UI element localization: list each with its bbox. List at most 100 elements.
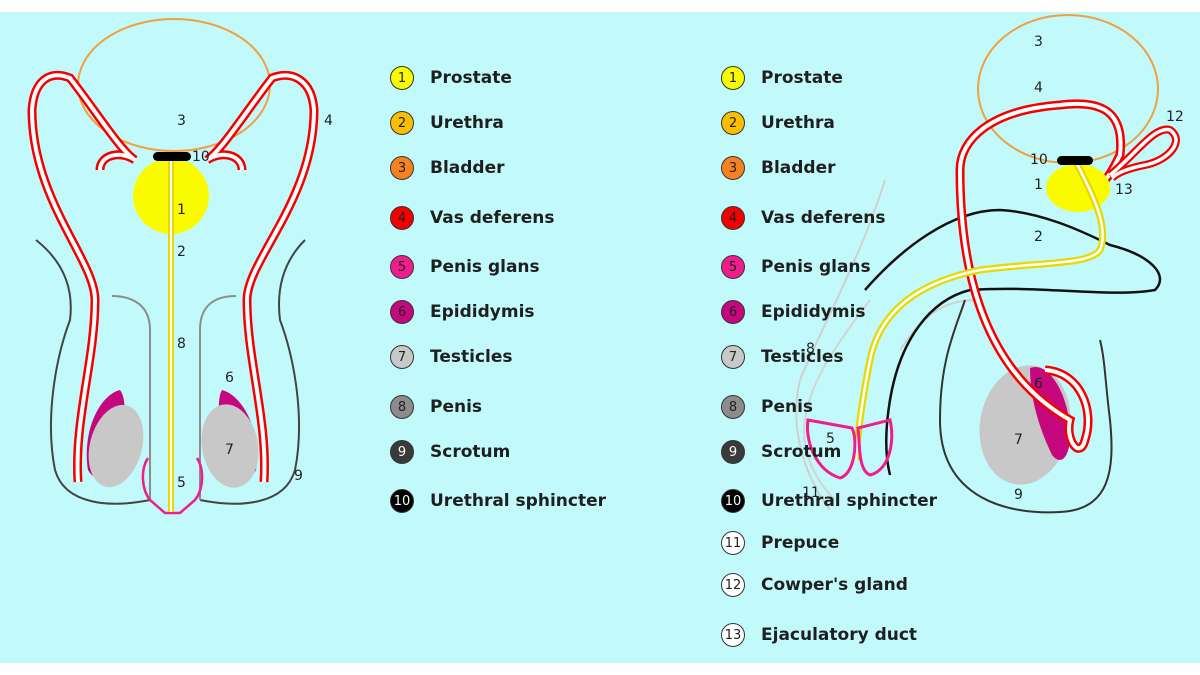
side-label-13: 13 [1115, 182, 1133, 198]
legend-number-badge: 4 [390, 206, 414, 230]
side-label-8: 8 [806, 341, 815, 357]
front-label-1: 1 [177, 202, 186, 218]
side-label-2: 2 [1034, 229, 1043, 245]
front-label-8: 8 [177, 336, 186, 352]
side-view-diagram: 1 2 3 4 5 6 7 8 9 10 11 12 13 [795, 14, 1184, 514]
legend-item: 7 Testicles [721, 343, 844, 371]
front-view-diagram: 1 2 3 4 5 6 7 8 9 10 [27, 18, 333, 515]
legend-number-badge: 8 [390, 395, 414, 419]
legend-number-badge: 2 [390, 111, 414, 135]
legend-item: 4 Vas deferens [390, 204, 555, 232]
front-scrotum [35, 239, 306, 505]
legend-item: 10 Urethral sphincter [390, 487, 606, 515]
diagram-canvas: 1 2 3 4 5 6 7 8 9 10 [0, 12, 1200, 663]
legend-label: Testicles [761, 347, 844, 367]
legend-label: Vas deferens [430, 208, 555, 228]
legend-label: Penis [761, 397, 814, 417]
front-label-10: 10 [192, 149, 210, 165]
legend-number-badge: 11 [721, 531, 745, 555]
front-label-6: 6 [225, 370, 234, 386]
front-testicle-right [201, 404, 259, 488]
side-label-1: 1 [1034, 177, 1043, 193]
legend-number-badge: 1 [390, 66, 414, 90]
legend-label: Scrotum [761, 442, 842, 462]
side-label-6: 6 [1034, 376, 1043, 392]
front-label-4: 4 [324, 113, 333, 129]
side-label-9: 9 [1014, 487, 1023, 503]
legend-number-badge: 2 [721, 111, 745, 135]
front-penis-outline [111, 295, 237, 500]
legend-item: 10 Urethral sphincter [721, 487, 937, 515]
legend-item: 6 Epididymis [390, 298, 535, 326]
legend-number-badge: 9 [390, 440, 414, 464]
legend-item: 5 Penis glans [721, 253, 871, 281]
front-testicle-left [88, 404, 144, 488]
legend-label: Testicles [430, 347, 513, 367]
legend-label: Penis glans [430, 257, 540, 277]
side-epididymis [1030, 366, 1071, 460]
legend-number-badge: 7 [390, 345, 414, 369]
legend-label: Cowper's gland [761, 575, 908, 595]
legend-number-badge: 10 [721, 489, 745, 513]
legend-label: Epididymis [761, 302, 866, 322]
legend-number-badge: 4 [721, 206, 745, 230]
legend-label: Bladder [430, 158, 505, 178]
legend-item: 8 Penis [721, 393, 813, 421]
front-label-2: 2 [177, 244, 186, 260]
legend-label: Urethra [430, 113, 504, 133]
legend-label: Urethra [761, 113, 835, 133]
legend-number-badge: 5 [721, 255, 745, 279]
legend-item: 9 Scrotum [721, 438, 841, 466]
legend-item: 7 Testicles [390, 343, 513, 371]
legend-label: Penis glans [761, 257, 871, 277]
legend-label: Urethral sphincter [761, 491, 937, 511]
legend-number-badge: 3 [721, 156, 745, 180]
front-label-9: 9 [294, 468, 303, 484]
side-penis [864, 208, 1162, 476]
legend-number-badge: 5 [390, 255, 414, 279]
legend-label: Epididymis [430, 302, 535, 322]
legend-number-badge: 9 [721, 440, 745, 464]
legend-item: 3 Bladder [390, 154, 505, 182]
front-penis-glans [141, 457, 204, 515]
legend-number-badge: 1 [721, 66, 745, 90]
side-label-10: 10 [1030, 152, 1048, 168]
legend-item: 2 Urethra [390, 109, 504, 137]
legend-number-badge: 3 [390, 156, 414, 180]
legend-label: Ejaculatory duct [761, 625, 918, 645]
front-label-7: 7 [225, 442, 234, 458]
front-label-5: 5 [177, 475, 186, 491]
legend-item: 1 Prostate [721, 64, 843, 92]
side-label-4: 4 [1034, 80, 1043, 96]
legend-item: 12 Cowper's gland [721, 571, 908, 599]
legend-label: Prostate [430, 68, 512, 88]
legend-item: 8 Penis [390, 393, 482, 421]
legend-number-badge: 6 [721, 300, 745, 324]
side-penis-glans [805, 418, 894, 480]
legend-label: Vas deferens [761, 208, 886, 228]
legend-number-badge: 10 [390, 489, 414, 513]
legend-number-badge: 7 [721, 345, 745, 369]
legend-label: Prostate [761, 68, 843, 88]
front-urethral-sphincter [153, 152, 191, 161]
side-label-7: 7 [1014, 432, 1023, 448]
front-label-3: 3 [177, 113, 186, 129]
side-label-3: 3 [1034, 34, 1043, 50]
side-urethral-sphincter [1057, 156, 1093, 165]
legend-label: Penis [430, 397, 483, 417]
legend-item: 9 Scrotum [390, 438, 510, 466]
legend-number-badge: 6 [390, 300, 414, 324]
legend-label: Urethral sphincter [430, 491, 606, 511]
legend-number-badge: 12 [721, 573, 745, 597]
legend-item: 2 Urethra [721, 109, 835, 137]
legend-label: Scrotum [430, 442, 511, 462]
side-scrotum [938, 299, 1113, 514]
legend-number-badge: 8 [721, 395, 745, 419]
legend-item: 5 Penis glans [390, 253, 540, 281]
side-label-11: 11 [802, 485, 820, 501]
legend-label: Prepuce [761, 533, 840, 553]
